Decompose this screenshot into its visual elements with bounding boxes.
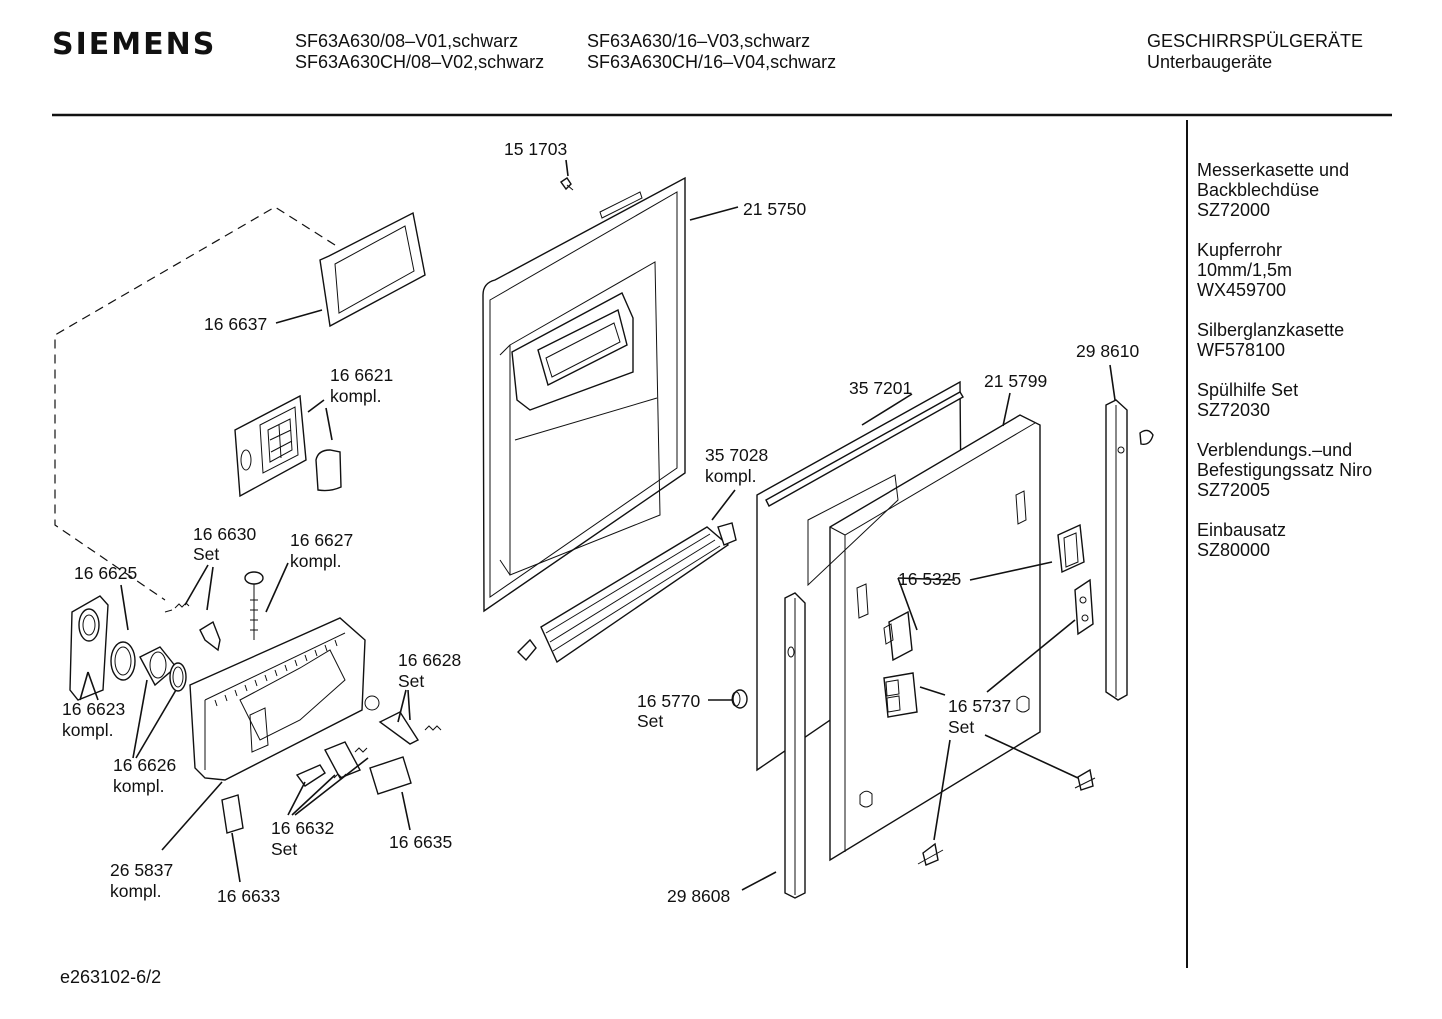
callout-298610: 29 8610 — [1076, 341, 1140, 361]
model-line: SF63A630/08–V01,schwarz — [295, 31, 519, 51]
callout-165325: 16 5325 — [898, 569, 961, 589]
latch-parts — [221, 695, 442, 834]
gasket-frame-part — [319, 211, 426, 328]
category-subtitle: Unterbaugeräte — [1147, 52, 1273, 72]
dispenser-lid-part — [234, 394, 342, 498]
accessory-item: Messerkasette und Backblechdüse SZ72000 — [1197, 160, 1427, 220]
accessory-code: WX459700 — [1197, 280, 1287, 300]
callout-166621: 16 6621 — [330, 365, 393, 385]
small-spring-parts — [164, 571, 264, 652]
accessory-item: Silberglanzkasette WF578100 — [1197, 320, 1427, 360]
door-inner-panel — [482, 176, 686, 613]
callout-151703: 15 1703 — [504, 139, 567, 159]
accessory-line: 10mm/1,5m — [1197, 260, 1293, 280]
document-id: e263102-6/2 — [60, 967, 162, 987]
callout-357201: 35 7201 — [849, 378, 912, 398]
leader-lines — [79, 159, 1116, 891]
callout-357028: 35 7028 — [705, 445, 768, 465]
accessory-code: SZ72030 — [1197, 400, 1271, 420]
accessory-code: SZ72000 — [1197, 200, 1271, 220]
callout-166630-note: Set — [193, 544, 219, 564]
accessory-code: SZ72005 — [1197, 480, 1271, 500]
accessory-line: Messerkasette und — [1197, 160, 1350, 180]
callout-166627-note: kompl. — [290, 551, 342, 571]
model-list-1: SF63A630/08–V01,schwarz SF63A630CH/08–V0… — [295, 31, 544, 73]
side-rail-right — [1105, 399, 1154, 701]
callout-166632: 16 6632 — [271, 818, 334, 838]
category-title: GESCHIRRSPÜLGERÄTE — [1147, 31, 1364, 51]
accessory-line: Silberglanzkasette — [1197, 320, 1345, 340]
model-line: SF63A630CH/16–V04,schwarz — [587, 52, 837, 72]
callout-166627: 16 6627 — [290, 530, 353, 550]
part-callouts: 15 1703 21 5750 16 6637 16 6621 kompl. 2… — [62, 139, 1140, 906]
hinge-bracket-parts — [883, 523, 1096, 866]
callout-357028-note: kompl. — [705, 466, 757, 486]
seal-strip-part — [517, 522, 737, 664]
accessory-item: Verblendungs.–und Befestigungssatz Niro … — [1197, 440, 1427, 500]
accessory-item: Spülhilfe Set SZ72030 — [1197, 380, 1427, 420]
callout-166633: 16 6633 — [217, 886, 280, 906]
callout-215750: 21 5750 — [743, 199, 807, 219]
callout-215799: 21 5799 — [984, 371, 1047, 391]
callout-298608: 29 8608 — [667, 886, 730, 906]
callout-166628: 16 6628 — [398, 650, 461, 670]
accessory-line: Verblendungs.–und — [1197, 440, 1353, 460]
callout-166632-note: Set — [271, 839, 297, 859]
category-block: GESCHIRRSPÜLGERÄTE Unterbaugeräte — [1147, 31, 1363, 73]
accessory-item: Kupferrohr 10mm/1,5m WX459700 — [1197, 240, 1427, 300]
assembly-dashed-line — [54, 206, 336, 601]
side-rail-left — [784, 592, 806, 899]
cover-part — [69, 595, 109, 701]
accessory-line: Kupferrohr — [1197, 240, 1283, 260]
callout-166623-note: kompl. — [62, 720, 114, 740]
accessory-line: Befestigungssatz Niro — [1197, 460, 1373, 480]
accessory-line: Spülhilfe Set — [1197, 380, 1299, 400]
model-list-2: SF63A630/16–V03,schwarz SF63A630CH/16–V0… — [587, 31, 836, 73]
knob-part — [731, 689, 748, 709]
callout-265837: 26 5837 — [110, 860, 173, 880]
callout-166628-note: Set — [398, 671, 424, 691]
callout-166626: 16 6626 — [113, 755, 176, 775]
callout-165770: 16 5770 — [637, 691, 701, 711]
callout-166626-note: kompl. — [113, 776, 165, 796]
accessory-item: Einbausatz SZ80000 — [1197, 520, 1427, 560]
dispenser-housing-part — [189, 617, 366, 781]
accessory-code: WF578100 — [1197, 340, 1286, 360]
model-line: SF63A630CH/08–V02,schwarz — [295, 52, 545, 72]
accessories-list: Messerkasette und Backblechdüse SZ72000 … — [1197, 160, 1427, 580]
callout-166630: 16 6630 — [193, 524, 257, 544]
callout-166621-note: kompl. — [330, 386, 382, 406]
callout-166625: 16 6625 — [74, 563, 137, 583]
accessory-code: SZ80000 — [1197, 540, 1271, 560]
callout-166637: 16 6637 — [204, 314, 267, 334]
seal-ring-parts — [110, 641, 187, 692]
callout-165737: 16 5737 — [948, 696, 1011, 716]
callout-166635: 16 6635 — [389, 832, 452, 852]
callout-165737-note: Set — [948, 717, 974, 737]
accessory-line: Backblechdüse — [1197, 180, 1320, 200]
screw-part — [560, 177, 574, 191]
callout-265837-note: kompl. — [110, 881, 162, 901]
model-line: SF63A630/16–V03,schwarz — [587, 31, 811, 51]
door-outer-panel — [807, 414, 1041, 862]
siemens-logo: SIEMENS — [52, 27, 217, 62]
accessory-line: Einbausatz — [1197, 520, 1287, 540]
callout-166623: 16 6623 — [62, 699, 125, 719]
callout-165770-note: Set — [637, 711, 663, 731]
